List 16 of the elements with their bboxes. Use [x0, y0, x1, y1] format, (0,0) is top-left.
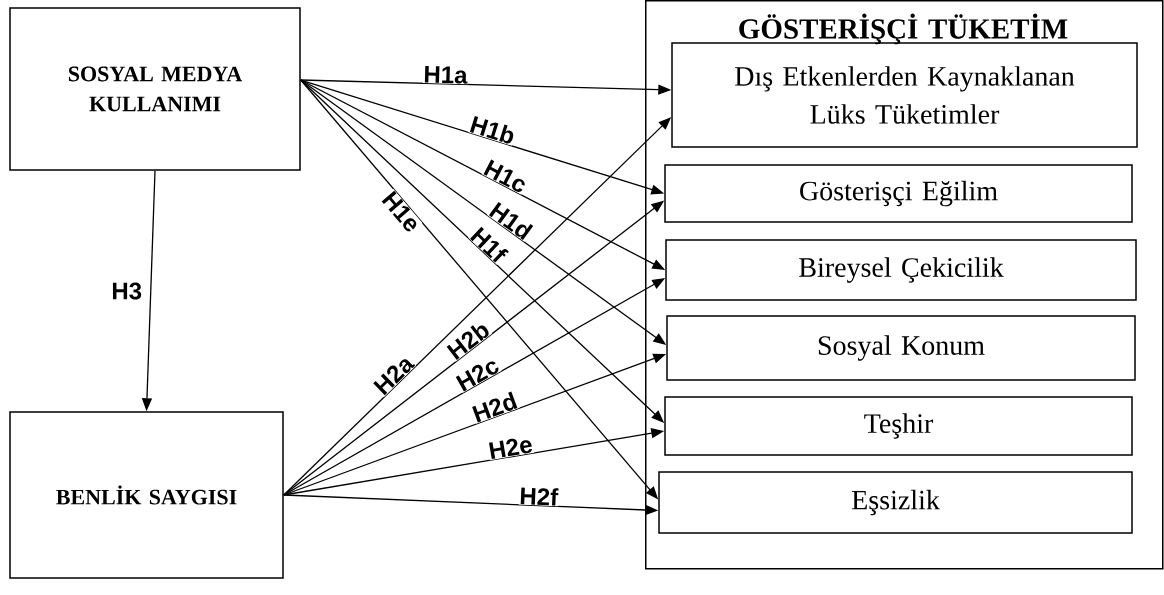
- edge-label: H3: [110, 282, 143, 300]
- edge-label: H2e: [486, 434, 535, 461]
- concept-box: BENLİK SAYGISI: [9, 411, 284, 579]
- edge-label: H1a: [422, 65, 469, 85]
- edge-label: H1b: [467, 114, 518, 146]
- edge-label: H2b: [444, 318, 493, 362]
- dimension-box: Bireysel Çekicilik: [665, 239, 1137, 301]
- edge-label: H2a: [371, 352, 416, 398]
- dimension-box: Teşhir: [664, 396, 1133, 456]
- edge-label: H2f: [518, 486, 559, 507]
- concept-box: SOSYAL MEDYA KULLANIMI: [9, 7, 301, 171]
- dimension-box: Eşsizlik: [658, 471, 1133, 534]
- edge-label: H1c: [481, 158, 530, 195]
- dimension-box: Sosyal Konum: [666, 315, 1136, 381]
- dimension-box: Gösterişçi Eğilim: [664, 164, 1133, 223]
- edge-label: H2d: [469, 390, 520, 424]
